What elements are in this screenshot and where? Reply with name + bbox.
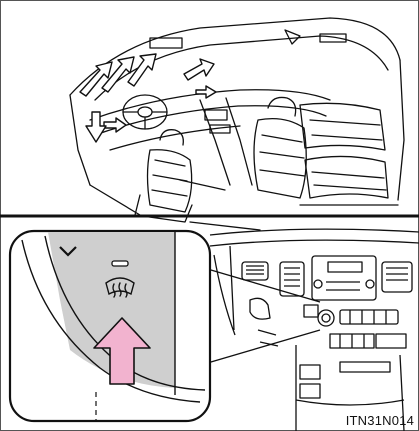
dashboard-illustration <box>210 229 419 431</box>
callout-zoom <box>10 231 210 421</box>
figure-code: ITN31N014 <box>346 413 414 428</box>
indicator-light <box>112 261 128 266</box>
